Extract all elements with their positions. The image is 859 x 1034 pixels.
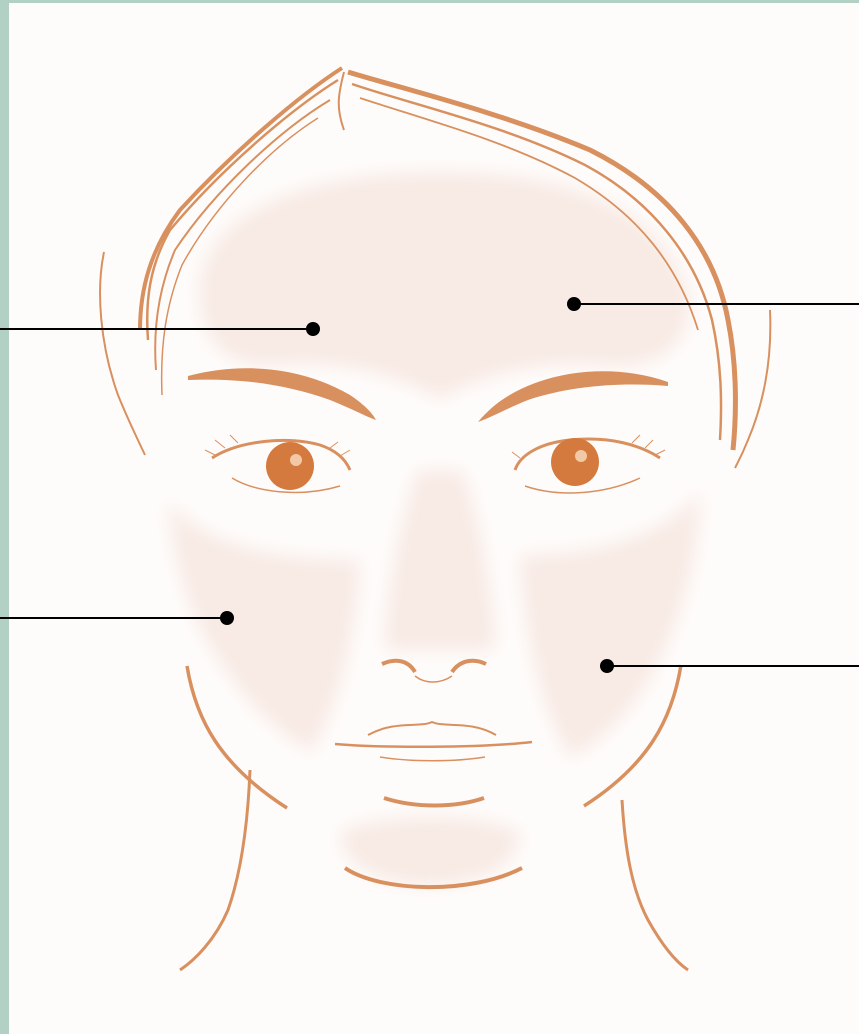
left-cheek-zone xyxy=(168,500,360,752)
left-nostril xyxy=(382,661,415,672)
hair-strand xyxy=(339,72,344,130)
lip-line xyxy=(335,742,532,747)
right-iris xyxy=(551,438,599,486)
lower-lip-shadow xyxy=(380,757,485,761)
nose-tip xyxy=(415,676,452,682)
right-eyebrow xyxy=(478,371,668,422)
mouth xyxy=(335,722,532,806)
lower-lip xyxy=(384,798,484,806)
left-eye xyxy=(205,435,350,492)
pointer-dot xyxy=(567,297,581,311)
chin-zone xyxy=(340,817,520,885)
right-cheek-zone xyxy=(520,490,700,758)
pointer-dot xyxy=(306,322,320,336)
hair-strand xyxy=(735,310,770,468)
left-iris xyxy=(266,442,314,490)
neck-right xyxy=(622,800,688,970)
left-pupil-highlight xyxy=(290,454,302,466)
neck-left xyxy=(180,770,250,970)
nose-zone xyxy=(385,470,495,650)
right-eye xyxy=(512,435,665,493)
upper-lip xyxy=(368,722,496,735)
nose xyxy=(382,661,486,682)
pointer-dot xyxy=(220,611,234,625)
pointer-dot xyxy=(600,659,614,673)
right-pupil-highlight xyxy=(575,450,587,462)
left-eyebrow xyxy=(188,368,376,420)
right-nostril xyxy=(452,661,486,672)
hair-strand xyxy=(100,252,145,455)
